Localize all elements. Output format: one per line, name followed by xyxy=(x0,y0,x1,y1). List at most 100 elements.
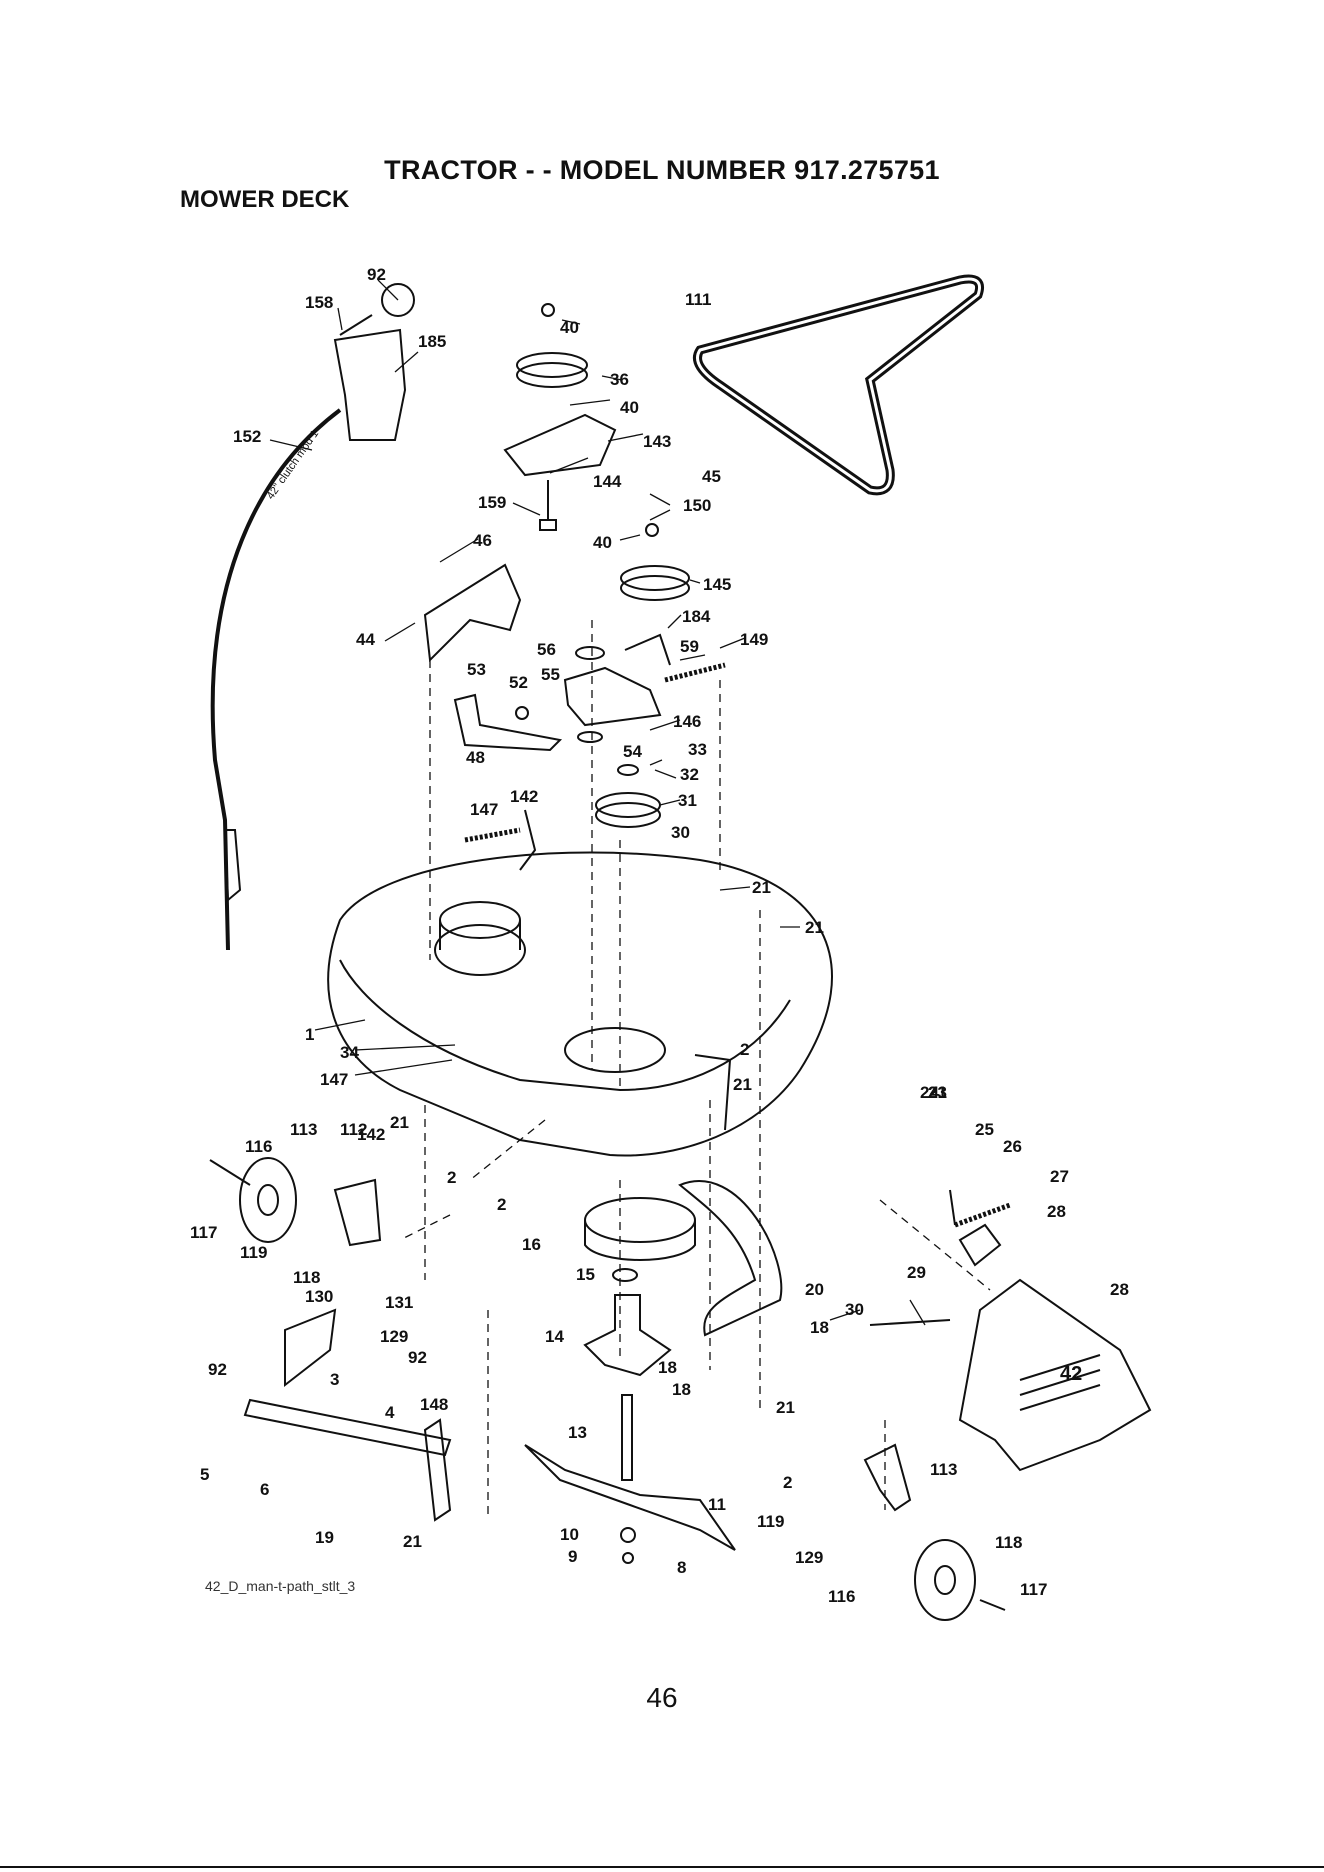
callout-44: 44 xyxy=(356,630,375,649)
callout-1: 1 xyxy=(305,1025,314,1044)
callout-36: 36 xyxy=(610,370,629,389)
callout-117a: 117 xyxy=(190,1223,217,1242)
callout-53: 53 xyxy=(467,660,486,679)
pulley-145 xyxy=(620,575,690,601)
callout-2b: 2 xyxy=(447,1168,456,1187)
callout-184: 184 xyxy=(682,607,711,626)
callout-147b: 147 xyxy=(320,1070,348,1089)
callout-159: 159 xyxy=(478,493,506,512)
callout-6: 6 xyxy=(260,1480,269,1499)
callout-158: 158 xyxy=(305,293,333,312)
callout-29: 30 xyxy=(845,1300,864,1319)
gauge-wheel-117-right xyxy=(914,1539,976,1621)
callout-68: 111 xyxy=(685,290,712,309)
callout-118b: 119 xyxy=(757,1512,784,1531)
rod-29 xyxy=(869,1319,951,1326)
callout-16: 16 xyxy=(522,1235,541,1254)
spring-25 xyxy=(954,1202,1011,1228)
section-title: MOWER DECK xyxy=(180,186,350,213)
clutch-knob-67 xyxy=(381,283,415,317)
callout-13: 13 xyxy=(568,1423,587,1442)
callout-48: 48 xyxy=(466,748,485,767)
callout-26: 28 xyxy=(1047,1202,1066,1221)
callout-111: 112 xyxy=(340,1120,367,1139)
drawing-reference: 42_D_man-t-path_stlt_3 xyxy=(205,1578,356,1594)
callout-150: 150 xyxy=(683,496,711,515)
callout-117b: 118 xyxy=(995,1533,1022,1552)
callout-152: 152 xyxy=(233,427,261,446)
wheel-bracket-111 xyxy=(333,1178,382,1247)
callout-142a: 142 xyxy=(510,787,538,806)
gauge-wheel-117-left xyxy=(239,1157,297,1243)
callout-20: 20 xyxy=(805,1280,824,1299)
callout-40a: 40 xyxy=(560,318,579,337)
callout-18b: 18 xyxy=(672,1380,691,1399)
callout-23: 25 xyxy=(975,1120,994,1139)
callout-21f: 21 xyxy=(776,1398,795,1417)
callout-25: 27 xyxy=(1050,1167,1069,1186)
callout-92a: 92 xyxy=(208,1360,227,1379)
callout-5: 5 xyxy=(200,1465,209,1484)
callout-14: 14 xyxy=(545,1327,564,1346)
callout-119a: 119 xyxy=(240,1243,267,1262)
pulley-31 xyxy=(595,802,661,828)
callout-146: 146 xyxy=(673,712,701,731)
callout-2d: 2 xyxy=(783,1473,792,1492)
callout-40b: 40 xyxy=(620,398,639,417)
bracket-4 xyxy=(423,1418,452,1522)
callout-67: 92 xyxy=(367,265,386,284)
callout-19: 19 xyxy=(315,1528,334,1547)
callout-129: 129 xyxy=(380,1327,408,1346)
callout-32: 32 xyxy=(680,765,699,784)
callout-148: 149 xyxy=(740,630,768,649)
callout-113b: 116 xyxy=(828,1587,855,1606)
bottom-rule xyxy=(0,1866,1324,1868)
callout-28: 29 xyxy=(907,1263,926,1282)
callout-112: 113 xyxy=(930,1460,957,1479)
callout-31: 31 xyxy=(678,791,697,810)
callout-145: 145 xyxy=(703,575,731,594)
cable-marking: 42" clutch mod 1 xyxy=(265,428,322,502)
callout-30: 30 xyxy=(671,823,690,842)
callout-33: 33 xyxy=(688,740,707,759)
callout-9: 9 xyxy=(568,1547,577,1566)
callout-147a: 147 xyxy=(470,800,498,819)
deflector-marking: 42 xyxy=(1060,1363,1082,1385)
page-number: 46 xyxy=(646,1682,678,1713)
callout-21i: 24 xyxy=(920,1083,939,1102)
callout-24: 26 xyxy=(1003,1137,1022,1156)
callout-2a: 2 xyxy=(740,1040,749,1059)
callout-143: 143 xyxy=(643,432,671,451)
callout-130: 130 xyxy=(305,1287,333,1306)
stabilizer-20 xyxy=(678,1180,783,1337)
callout-46: 46 xyxy=(473,531,492,550)
callout-21h: 23 xyxy=(928,1083,947,1102)
callout-142b: 142 xyxy=(357,1125,385,1144)
callout-131: 131 xyxy=(385,1293,413,1312)
wheel-bracket-112 xyxy=(863,1443,912,1512)
page-title: TRACTOR - - MODEL NUMBER 917.275751 xyxy=(384,155,940,185)
spindle-housing-16 xyxy=(584,1197,696,1243)
belt-68 xyxy=(693,274,984,496)
callout-149: 148 xyxy=(420,1395,448,1414)
callout-34: 34 xyxy=(340,1043,359,1062)
callout-18c: 18 xyxy=(658,1358,677,1377)
bracket-3 xyxy=(284,1308,337,1388)
shaft-13 xyxy=(621,1394,633,1481)
callout-116b: 117 xyxy=(1020,1580,1047,1599)
pulley-36 xyxy=(516,362,588,388)
callout-45: 45 xyxy=(702,467,721,486)
callout-185: 185 xyxy=(418,332,446,351)
callout-21c: 21 xyxy=(733,1075,752,1094)
callout-54: 54 xyxy=(623,742,642,761)
lift-link-6 xyxy=(243,1398,452,1457)
callout-119b: 129 xyxy=(795,1548,823,1567)
callout-118a: 118 xyxy=(293,1268,320,1287)
deck-shell-1 xyxy=(327,851,833,1157)
callout-2c: 2 xyxy=(497,1195,506,1214)
spring-148 xyxy=(664,662,726,683)
callout-21b: 21 xyxy=(805,918,824,937)
callout-4: 4 xyxy=(385,1403,395,1422)
callout-59: 59 xyxy=(680,637,699,656)
callout-10: 10 xyxy=(560,1525,579,1544)
